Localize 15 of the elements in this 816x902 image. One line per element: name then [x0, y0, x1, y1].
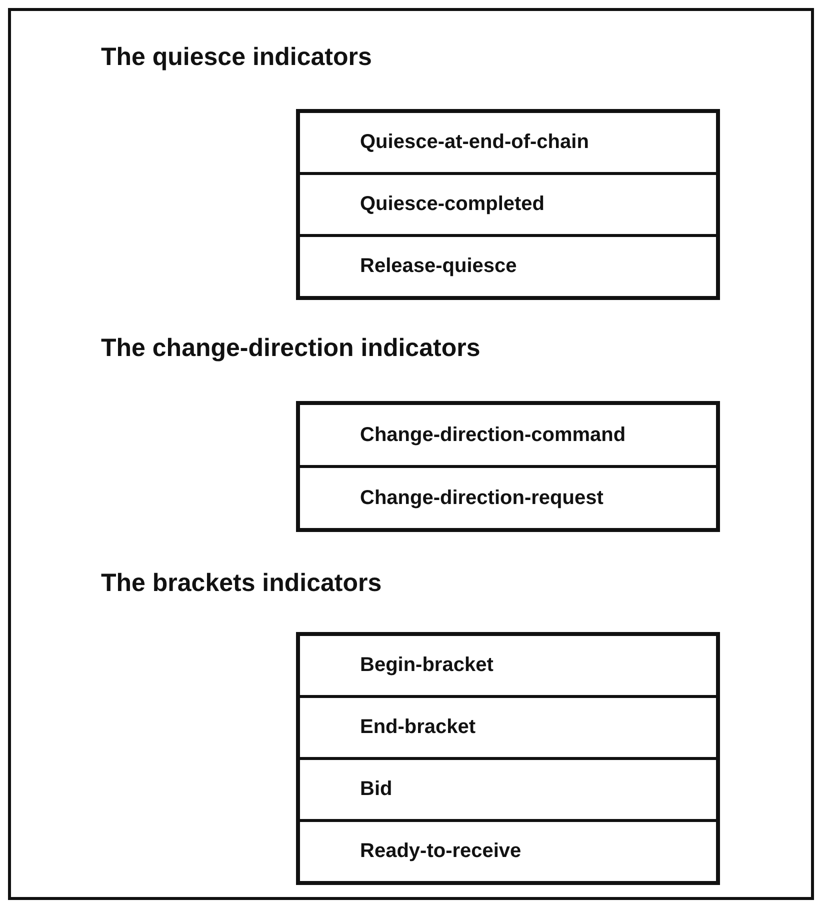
section-heading: The change-direction indicators	[101, 334, 480, 363]
row-label: Change-direction-command	[360, 424, 626, 446]
indicator-table	[296, 632, 720, 885]
row-label: Release-quiesce	[360, 255, 517, 278]
section-heading: The brackets indicators	[101, 569, 382, 598]
indicator-table	[296, 109, 720, 300]
row-label: End-bracket	[360, 716, 476, 739]
row-label: Ready-to-receive	[360, 840, 522, 863]
row-label: Begin-bracket	[360, 654, 494, 677]
row-label: Change-direction-request	[360, 486, 604, 510]
row-label: Quiesce-at-end-of-chain	[360, 131, 589, 154]
row-label: Quiesce-completed	[360, 193, 545, 216]
row-label: Bid	[360, 778, 392, 801]
section-heading: The quiesce indicators	[101, 43, 372, 72]
indicator-table	[296, 401, 720, 532]
